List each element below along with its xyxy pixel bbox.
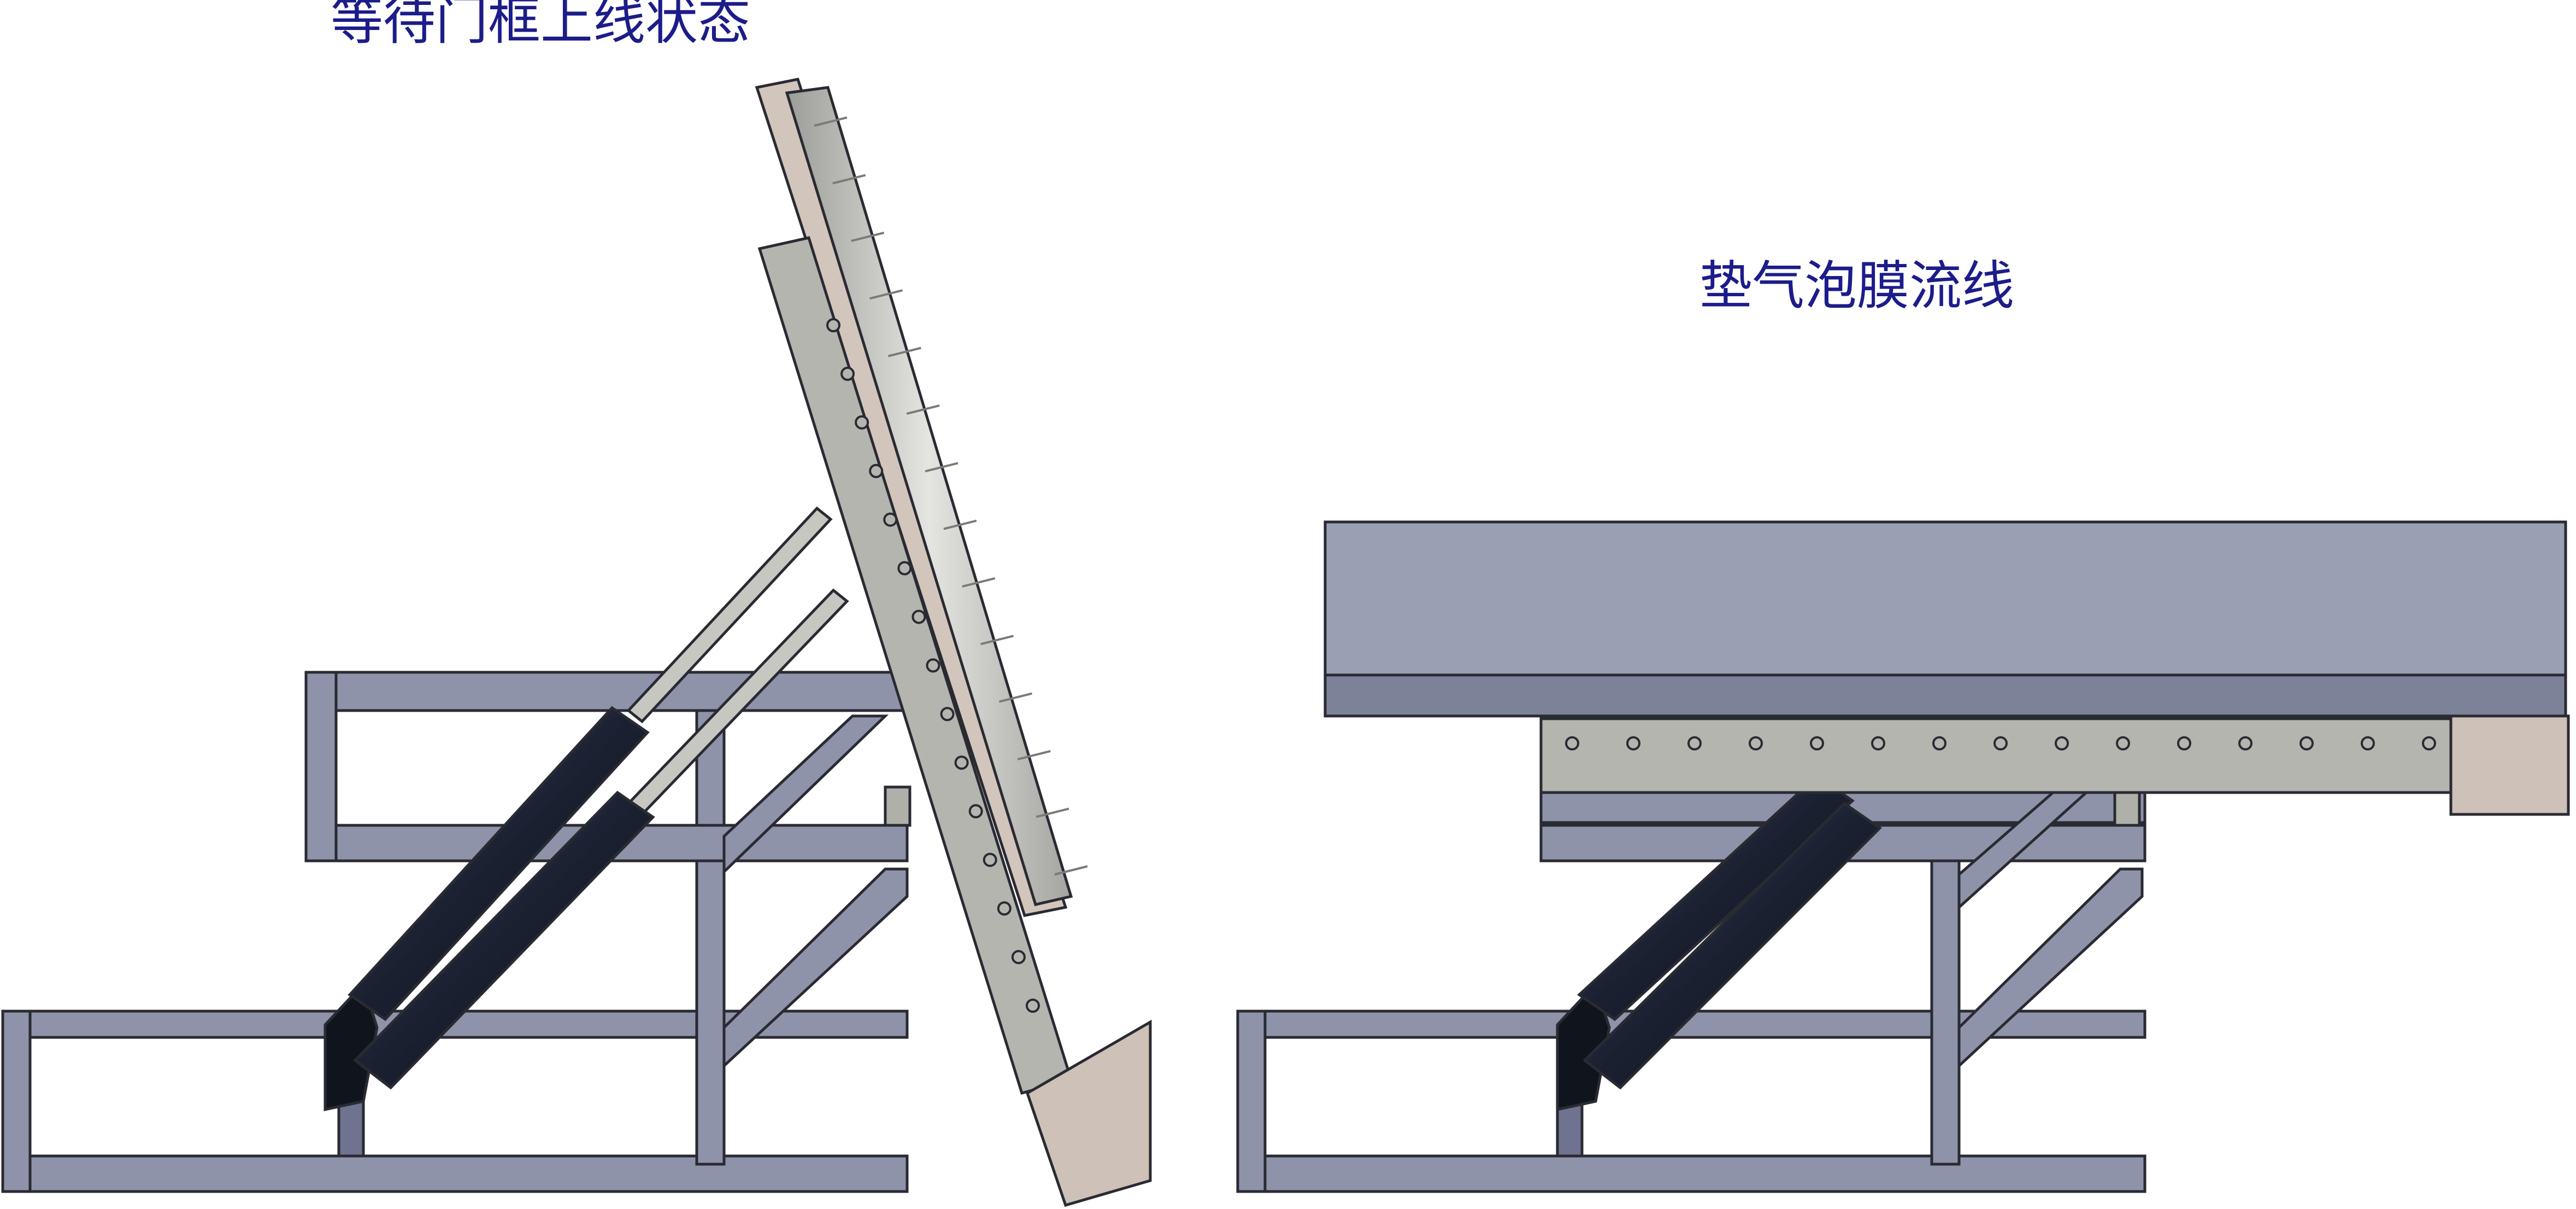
right-roller-plate bbox=[1539, 717, 2453, 794]
left-roller bbox=[814, 116, 848, 127]
left-roller-hole bbox=[897, 561, 912, 576]
right-end-plate bbox=[2449, 714, 2570, 816]
right-roller-hole bbox=[2116, 736, 2130, 750]
left-roller-hole bbox=[997, 901, 1011, 916]
left-roller bbox=[887, 347, 921, 357]
left-roller-table bbox=[755, 78, 1152, 1207]
right-roller-hole bbox=[2422, 736, 2436, 750]
right-roller-hole bbox=[1565, 736, 1579, 750]
left-roller-hole bbox=[926, 658, 940, 673]
left-roller bbox=[1054, 865, 1088, 876]
left-roller-hole bbox=[869, 463, 884, 478]
right-roller-hole bbox=[2299, 736, 2314, 750]
right-cylinders bbox=[1577, 774, 1882, 1090]
right-roller-hole bbox=[1626, 736, 1640, 750]
left-roller-hole bbox=[826, 318, 840, 332]
right-assembly bbox=[1236, 520, 2570, 1193]
left-roller-hole bbox=[1026, 999, 1040, 1013]
left-roller bbox=[906, 404, 940, 415]
left-roller bbox=[1017, 750, 1051, 761]
caption-bubble-film-line: 垫气泡膜流线 bbox=[1699, 255, 2014, 316]
left-roller-hole bbox=[968, 804, 983, 819]
left-roller bbox=[998, 692, 1032, 703]
left-roller bbox=[832, 174, 866, 185]
right-roller-hole bbox=[2361, 736, 2375, 750]
right-roller-hole bbox=[2177, 736, 2191, 750]
right-roller-hole bbox=[1932, 736, 1946, 750]
left-roller bbox=[1036, 807, 1069, 818]
right-roller-hole bbox=[1810, 736, 1824, 750]
left-roller bbox=[962, 577, 996, 588]
left-roller-hole bbox=[983, 853, 997, 867]
left-roller bbox=[980, 635, 1014, 645]
left-roller-hole bbox=[954, 755, 969, 770]
right-roller-hole bbox=[1871, 736, 1885, 750]
right-roller-hole bbox=[2055, 736, 2069, 750]
caption-waiting-state: 等待门框上线状态 bbox=[331, 0, 750, 51]
left-roller bbox=[851, 231, 885, 242]
left-roller bbox=[925, 462, 958, 473]
left-hinge bbox=[884, 785, 911, 827]
left-roller-hole bbox=[855, 415, 869, 430]
left-roller-hole bbox=[840, 366, 855, 381]
left-cylinders bbox=[348, 706, 655, 1090]
left-roller bbox=[869, 289, 903, 300]
right-foam-pad bbox=[1324, 520, 2567, 718]
left-roller bbox=[943, 519, 977, 530]
right-roller-hole bbox=[1687, 736, 1702, 750]
left-roller-hole bbox=[911, 609, 926, 624]
right-roller-hole bbox=[1993, 736, 2008, 750]
right-roller-hole bbox=[2238, 736, 2252, 750]
left-assembly bbox=[1, 78, 1152, 1207]
left-roller-hole bbox=[883, 512, 898, 527]
left-roller-hole bbox=[940, 707, 955, 721]
right-roller-hole bbox=[1749, 736, 1763, 750]
left-roller-hole bbox=[1011, 950, 1026, 965]
